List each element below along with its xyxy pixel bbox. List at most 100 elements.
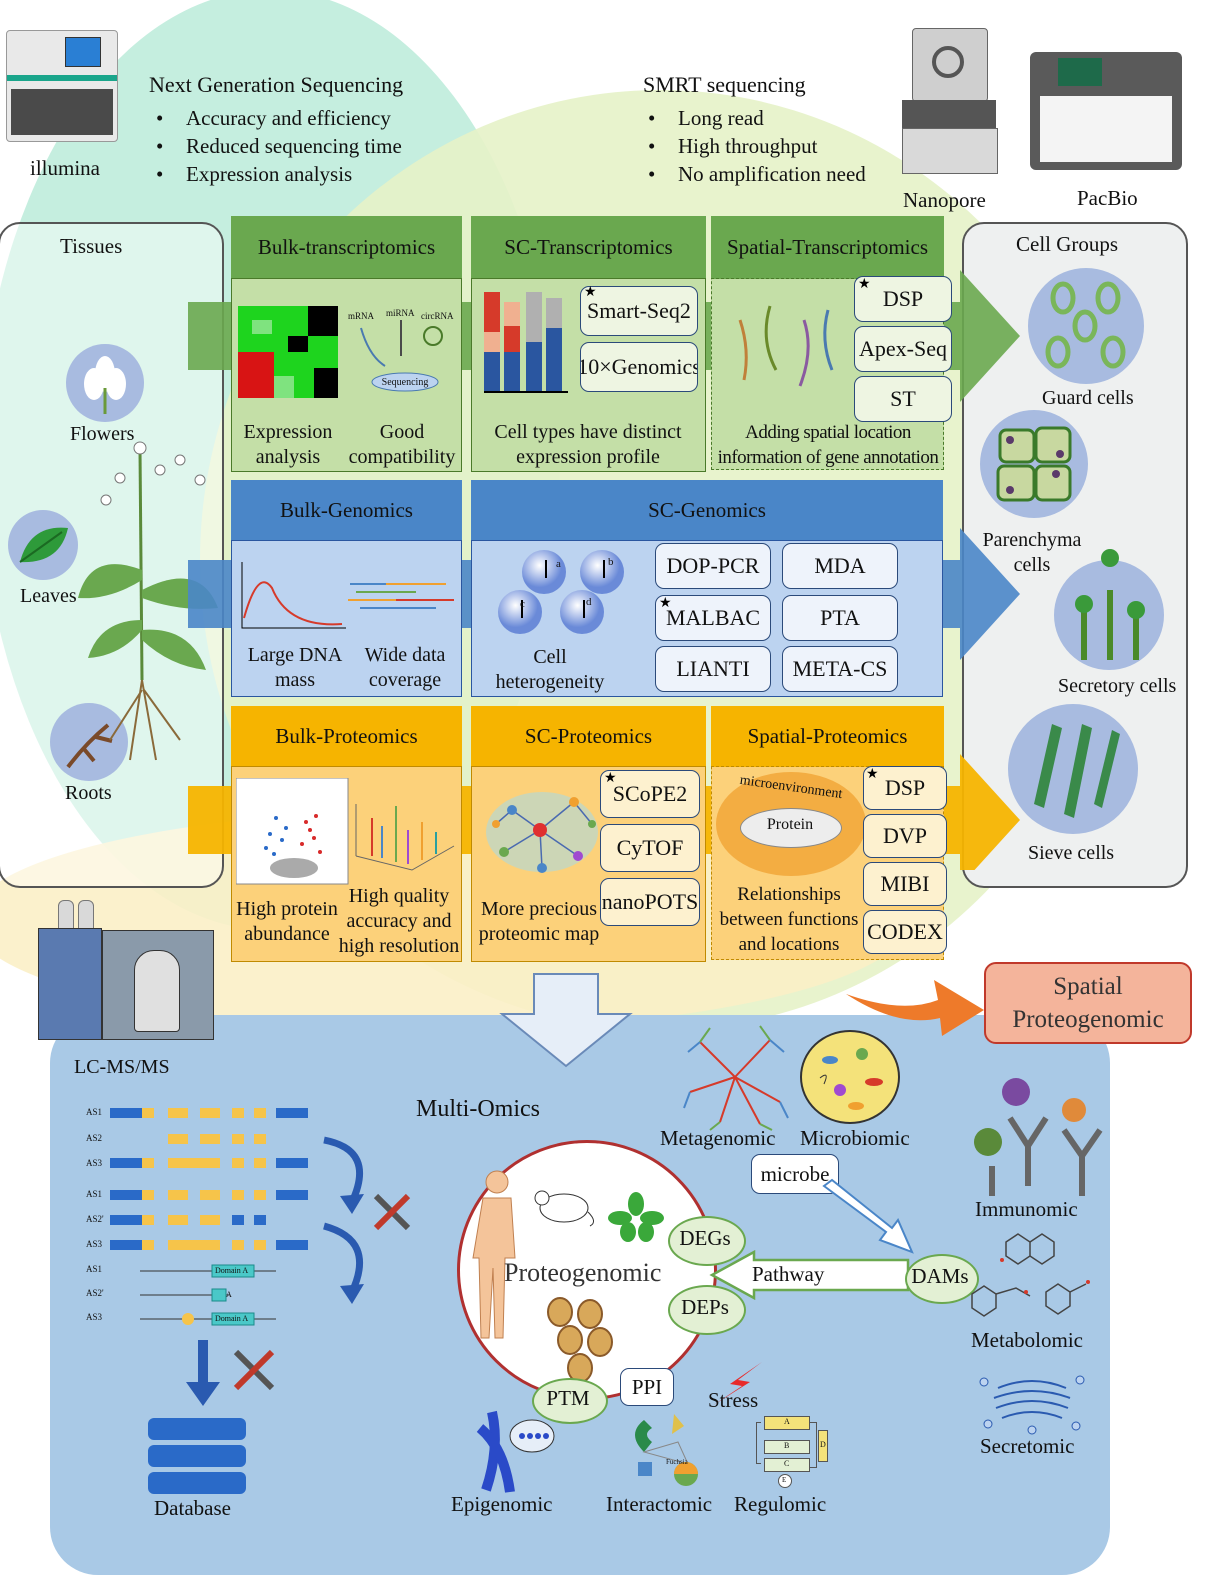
down-arrow xyxy=(499,973,633,1068)
isoform-label: AS1 xyxy=(86,1107,103,1117)
pta-method: PTA xyxy=(782,595,898,641)
lightning-icon xyxy=(712,1362,762,1406)
star-icon: ★ xyxy=(584,285,597,300)
ngs-bullet: Accuracy and efficiency xyxy=(148,104,402,132)
expression-analysis-caption: Expression analysis xyxy=(243,421,333,468)
10x-genomics-method: 10×Genomics xyxy=(580,342,698,392)
secretomic-label: Secretomic xyxy=(980,1434,1075,1458)
isoform-label: AS1 xyxy=(86,1189,103,1199)
immune-icon xyxy=(974,1078,1103,1196)
smrt-bullets: Long read High throughput No amplificati… xyxy=(640,104,866,188)
epigenomic-label: Epigenomic xyxy=(451,1492,553,1516)
proteogenomic-label: Proteogenomic xyxy=(504,1258,662,1287)
metagenomic-label: Metagenomic xyxy=(660,1126,776,1150)
degs-label: DEGs xyxy=(679,1226,731,1250)
isoform-label: AS3 xyxy=(86,1158,103,1168)
regulome-box-label: E xyxy=(782,1476,787,1484)
ngs-title: Next Generation Sequencing xyxy=(149,72,404,97)
guard-cells-label: Guard cells xyxy=(1042,387,1134,409)
mda-method: MDA xyxy=(782,543,898,589)
microbe-arrow xyxy=(822,1178,914,1254)
ngs-bullets: Accuracy and efficiency Reduced sequenci… xyxy=(148,104,402,188)
protein-interaction-icon xyxy=(635,1414,698,1486)
regulomic-label: Regulomic xyxy=(734,1492,827,1516)
curved-arrows-and-tools xyxy=(323,1136,411,1304)
tissues-title: Tissues xyxy=(60,234,123,258)
sc-proteomics-header: SC-Proteomics xyxy=(471,706,706,767)
interactomic-label: Interactomic xyxy=(606,1492,713,1516)
domain-label: Domain A xyxy=(215,1314,249,1323)
regulome-box-label: B xyxy=(784,1441,790,1450)
sc-transcriptomics-caption: Cell types have distinct expression prof… xyxy=(494,421,682,468)
wide-data-coverage-caption: Wide data coverage xyxy=(364,644,446,691)
cell-groups-title: Cell Groups xyxy=(1016,232,1119,256)
expression-heatmap xyxy=(238,306,338,398)
spatial-transcriptomics-header: Spatial-Transcriptomics xyxy=(711,216,944,279)
regulome-box-label: C xyxy=(784,1459,790,1468)
dsp-method: DSP xyxy=(854,276,952,322)
sc-transcriptomics-header: SC-Transcriptomics xyxy=(471,216,706,279)
ptm-bubble xyxy=(532,1378,608,1424)
protein-network-icon xyxy=(486,792,598,873)
parenchyma-icon xyxy=(996,426,1072,502)
mouse-icon xyxy=(534,1190,594,1227)
dna-mass-curve xyxy=(241,562,346,629)
rna-label-circrna: circRNA xyxy=(421,311,454,321)
star-icon: ★ xyxy=(858,277,871,292)
rna-label-mirna: miRNA xyxy=(386,308,415,318)
single-cells-icon xyxy=(498,550,624,634)
sieve-cells-label: Sieve cells xyxy=(1028,842,1115,864)
secretory-cells-label: Secretory cells xyxy=(1058,675,1177,697)
pathway-arrow xyxy=(709,1250,910,1300)
microbes-icon xyxy=(819,1048,883,1110)
cell-type-barplot xyxy=(484,292,568,393)
lc-ms-instrument xyxy=(38,900,220,1040)
flowers-label: Flowers xyxy=(70,423,135,445)
flower-icon xyxy=(84,356,126,414)
database-label: Database xyxy=(154,1496,231,1520)
domain-label: Domain A xyxy=(215,1266,249,1275)
star-icon: ★ xyxy=(604,771,617,786)
codex-method: CODEX xyxy=(863,910,947,954)
spatial-proteomics-caption: Relationships between functions and loca… xyxy=(719,884,859,955)
parenchyma-label: Parenchyma cells xyxy=(982,529,1082,576)
isoform-label: AS2' xyxy=(86,1214,104,1224)
pathway-label: Pathway xyxy=(752,1262,825,1286)
cell-cluster-icon xyxy=(547,1297,613,1383)
regulome-box-label: A xyxy=(784,1417,790,1426)
cytof-method: CyTOF xyxy=(600,824,700,872)
protein-ellipse xyxy=(740,808,842,848)
domain-label: A xyxy=(226,1290,232,1299)
dvp-method: DVP xyxy=(863,814,947,858)
metabolite-structures-icon xyxy=(971,1233,1090,1317)
spatial-transcriptomics-caption: Adding spatial location information of g… xyxy=(717,422,939,468)
sc-genomics-header: SC-Genomics xyxy=(471,480,943,541)
malbac-method: MALBAC xyxy=(655,595,771,641)
dop-pcr-method: DOP-PCR xyxy=(655,543,771,589)
cell-letter: a xyxy=(556,558,561,570)
rna-label-mrna: mRNA xyxy=(348,311,375,321)
leaf-icon xyxy=(19,527,68,563)
isoform-label: AS3 xyxy=(86,1312,103,1322)
smrt-bullet: Long read xyxy=(640,104,866,132)
nanopore-label: Nanopore xyxy=(903,188,986,212)
nanopore-machine xyxy=(902,28,998,176)
high-quality-caption: High quality accuracy and high resolutio… xyxy=(338,885,460,957)
degs-bubble xyxy=(668,1216,746,1266)
dams-label: DAMs xyxy=(911,1264,969,1288)
spatial-proteogenomic-box xyxy=(984,962,1192,1044)
parenchyma-image xyxy=(980,410,1088,518)
scope2-method: SCoPE2 xyxy=(600,770,700,818)
spatial-dsp-method: DSP xyxy=(863,766,947,810)
lc-ms-3d-plot xyxy=(355,804,455,871)
microbiomic-label: Microbiomic xyxy=(800,1126,910,1150)
phylogenetic-tree-icon xyxy=(683,1025,789,1131)
spatial-proteomics-header: Spatial-Proteomics xyxy=(711,706,944,767)
human-figure-icon xyxy=(472,1170,516,1339)
cell-letter: c xyxy=(520,598,525,610)
secretory-cells-icon xyxy=(1075,549,1145,660)
pacbio-machine xyxy=(1030,52,1182,170)
isoform-label: AS3 xyxy=(86,1239,103,1249)
metabolomic-label: Metabolomic xyxy=(971,1328,1083,1352)
volcano-plot xyxy=(236,778,349,885)
